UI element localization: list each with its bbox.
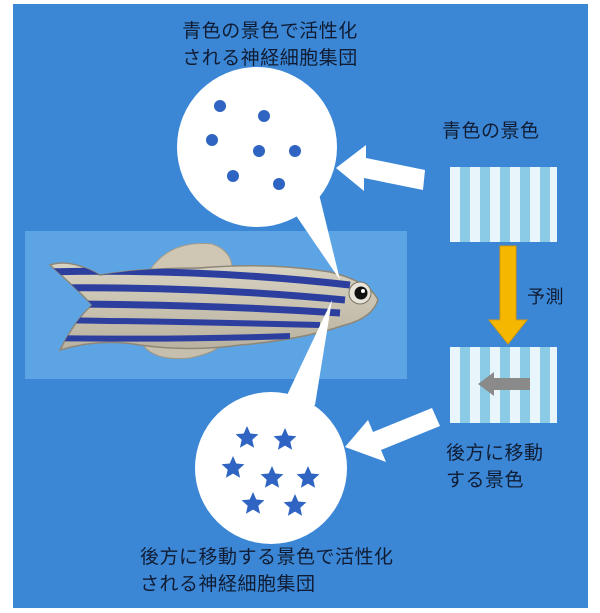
- left-motion-arrow-icon: [478, 372, 530, 396]
- prediction-arrow-icon: [487, 245, 529, 345]
- top-neuron-bubble: [177, 67, 340, 280]
- blue-stripe-scene: [450, 167, 557, 242]
- zebrafish: [48, 262, 379, 352]
- top-bubble-caption: 青色の景色で活性化 される神経細胞集団: [135, 18, 405, 72]
- neuron-dots: [206, 100, 301, 190]
- arrow-to-bottom-bubble-icon: [345, 408, 440, 462]
- arrow-to-top-bubble-icon: [336, 145, 425, 191]
- top-caption-line2: される神経細胞集団: [182, 47, 358, 69]
- bottom-bubble-caption: 後方に移動する景色で活性化 される神経細胞集団: [140, 544, 394, 598]
- top-caption-line1: 青色の景色で活性化: [182, 20, 358, 42]
- bottom-caption-line1: 後方に移動する景色で活性化: [140, 546, 394, 568]
- moving-stripe-scene: [450, 347, 557, 423]
- backward-label-line1: 後方に移動: [446, 442, 544, 464]
- backward-scene-label: 後方に移動 する景色: [446, 440, 544, 494]
- backward-label-line2: する景色: [446, 469, 525, 491]
- bottom-caption-line2: される神経細胞集団: [140, 573, 316, 595]
- bottom-neuron-bubble: [195, 300, 347, 544]
- blue-scene-label: 青色の景色: [442, 120, 540, 142]
- neuron-stars: [221, 426, 320, 516]
- dorsal-fin: [149, 243, 233, 271]
- prediction-label: 予測: [527, 287, 564, 308]
